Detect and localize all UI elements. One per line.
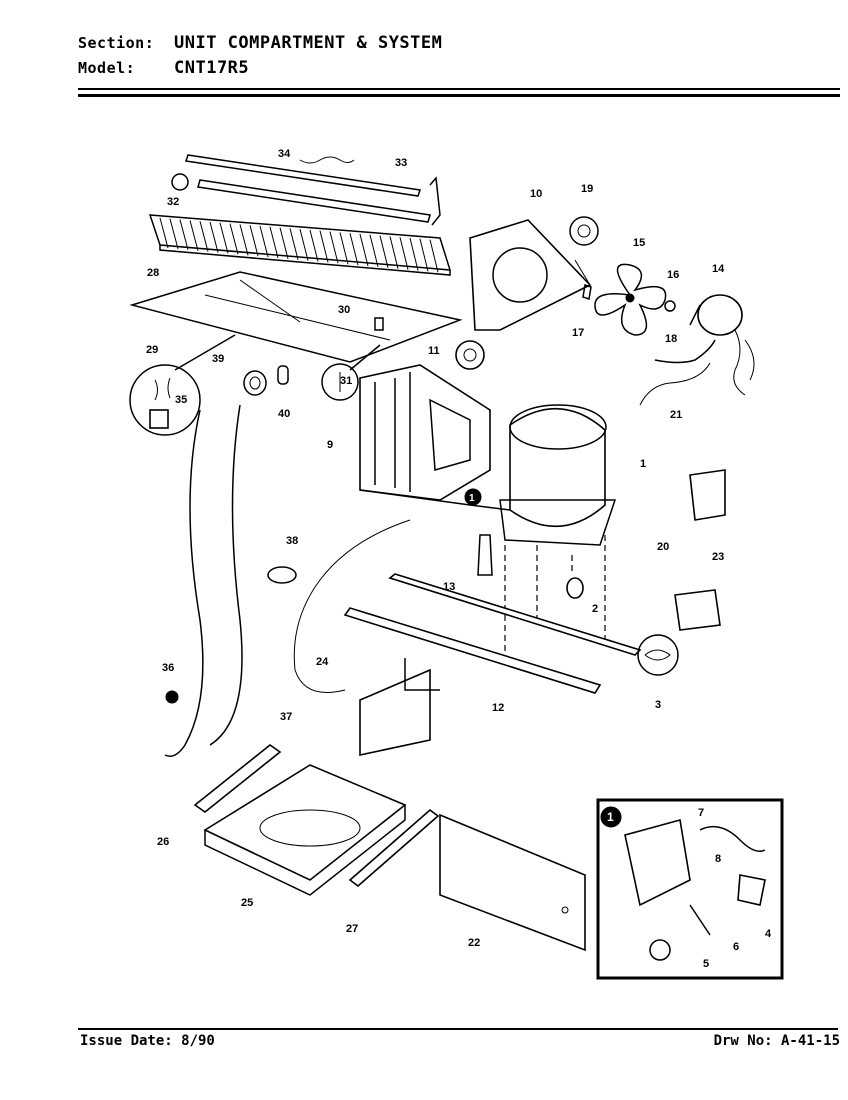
part-31-detail — [321, 344, 381, 401]
part-11-grommet — [455, 340, 485, 370]
part-16-nut — [664, 300, 676, 312]
callout-13: 13 — [443, 581, 455, 593]
callout-17: 17 — [572, 327, 584, 339]
callout-2: 2 — [592, 603, 598, 615]
part-22-access-panel — [439, 813, 586, 952]
callout-12: 12 — [492, 702, 504, 714]
part-24-wire — [293, 519, 411, 693]
part-19-grommet — [569, 216, 599, 246]
callout-8: 8 — [715, 853, 721, 865]
callout-31: 31 — [340, 375, 352, 387]
callout-28: 28 — [147, 267, 159, 279]
callout-29: 29 — [146, 344, 158, 356]
part-21-harness — [639, 362, 711, 406]
callout-7: 7 — [698, 807, 704, 819]
part-30-clip — [374, 317, 384, 331]
part-17-clip — [582, 284, 592, 300]
callout-22: 22 — [468, 937, 480, 949]
part-33-rod-assembly — [171, 154, 441, 226]
part-14-fan-motor — [689, 294, 755, 396]
callout-24: 24 — [316, 656, 329, 668]
callout-11: 11 — [428, 345, 440, 357]
callout-1: 1 — [640, 458, 646, 470]
callout-33: 33 — [395, 157, 407, 169]
part-27-rail — [348, 808, 440, 888]
part-3-detail — [637, 634, 679, 676]
part-26-rail — [193, 744, 282, 813]
part-2-grommet — [566, 577, 584, 599]
section-key: Section: — [78, 34, 155, 52]
callout-19: 19 — [581, 183, 593, 195]
callout-39: 39 — [212, 353, 224, 365]
part-1-compressor — [464, 404, 617, 546]
part-35-detail — [129, 334, 236, 436]
callout-10: 10 — [530, 188, 542, 200]
callout-34: 34 — [278, 148, 291, 160]
callout-26: 26 — [157, 836, 169, 848]
callout-21: 21 — [670, 409, 682, 421]
callout-3: 3 — [655, 699, 661, 711]
callout-4: 4 — [765, 928, 772, 940]
part-39-grommet — [243, 370, 267, 396]
part-40-plug — [277, 365, 289, 385]
section-value: UNIT COMPARTMENT & SYSTEM — [174, 33, 443, 53]
callout-37: 37 — [280, 711, 292, 723]
part-25-drain-pan — [203, 764, 407, 896]
part-29-plate — [129, 271, 463, 363]
callout-40: 40 — [278, 408, 290, 420]
callout-25: 25 — [241, 897, 253, 909]
inset-marker: 1 — [607, 810, 614, 824]
part-15-fan-blade — [594, 263, 667, 336]
part-13-drier — [477, 534, 493, 576]
part-36-fitting — [165, 690, 179, 704]
part-12-base-rails — [343, 573, 642, 756]
issue-date: Issue Date: 8/90 — [80, 1033, 215, 1049]
inset-detail-box — [596, 798, 784, 980]
callout-18: 18 — [665, 333, 677, 345]
callout-16: 16 — [667, 269, 679, 281]
callout-5: 5 — [703, 958, 709, 970]
model-heading: Model: CNT17R5 — [78, 58, 249, 78]
header-rule-top — [78, 88, 840, 90]
callout-14: 14 — [712, 263, 725, 275]
header-rule-bottom — [78, 94, 840, 97]
part-37-tube — [164, 409, 204, 757]
callout-32: 32 — [167, 196, 179, 208]
callout-30: 30 — [338, 304, 350, 316]
footer-rule — [78, 1028, 838, 1030]
model-key: Model: — [78, 59, 136, 77]
part-20-capacitor — [689, 469, 726, 521]
part-28-condenser — [148, 214, 452, 276]
part-9-coil — [359, 364, 511, 511]
callout-23: 23 — [712, 551, 724, 563]
callout-15: 15 — [633, 237, 645, 249]
callout-20: 20 — [657, 541, 669, 553]
callout-35: 35 — [175, 394, 187, 406]
callout-36: 36 — [162, 662, 174, 674]
part-10-fan-shroud — [469, 219, 592, 331]
callout-9: 9 — [327, 439, 333, 451]
callout-6: 6 — [733, 941, 739, 953]
callout-27: 27 — [346, 923, 358, 935]
drawing-number: Drw No: A-41-15 — [713, 1033, 840, 1049]
inset-marker-ref: 1 — [469, 493, 475, 504]
part-18-bracket — [654, 339, 716, 364]
section-heading: Section: UNIT COMPARTMENT & SYSTEM — [78, 33, 442, 53]
model-value: CNT17R5 — [174, 58, 250, 78]
part-38-clamp — [267, 566, 297, 584]
part-23-overload — [674, 589, 721, 631]
callout-38: 38 — [286, 535, 298, 547]
mounting-guide-lines — [504, 535, 606, 655]
